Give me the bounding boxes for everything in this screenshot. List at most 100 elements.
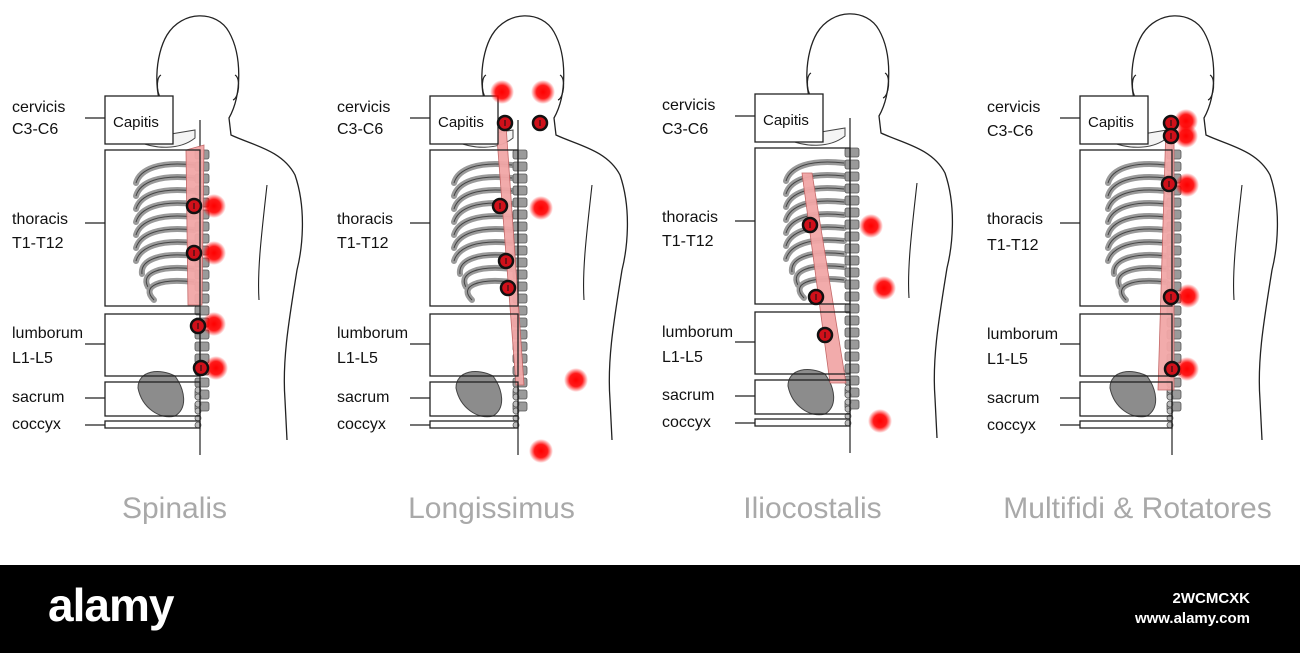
label-thoracis-range: T1-T12	[662, 233, 714, 250]
panel-title: Multifidi & Rotatores	[1003, 492, 1272, 525]
rib-edge	[145, 267, 195, 288]
pain-spot	[872, 276, 896, 300]
arm-line	[908, 182, 918, 299]
panel-title: Longissimus	[408, 492, 575, 525]
rib-cage	[133, 161, 197, 303]
label-cervicis: cervicis	[337, 99, 391, 116]
thoracic-box	[754, 147, 851, 305]
spine	[844, 147, 860, 427]
pain-spot	[1174, 124, 1198, 148]
rib-edge	[453, 228, 513, 249]
ear-right	[232, 74, 240, 101]
vertebra	[512, 233, 528, 244]
lumbar-box	[429, 313, 519, 377]
label-lumborum: lumborum	[337, 325, 409, 342]
pelvis	[137, 371, 185, 418]
rib-edge	[149, 280, 195, 301]
pain-spot	[868, 409, 892, 433]
rib-edge	[791, 252, 845, 273]
capitis-box	[754, 93, 824, 143]
rib-edge	[785, 213, 845, 234]
rib-edge	[785, 161, 845, 182]
pelvis	[1109, 371, 1157, 418]
vertebra	[844, 291, 860, 302]
label-thoracis: thoracis	[987, 211, 1044, 228]
vertebra	[844, 159, 860, 170]
body-outline	[481, 15, 629, 441]
vertebra	[844, 255, 860, 266]
thoracic-box	[429, 149, 519, 307]
vertebra	[512, 221, 528, 232]
panel-art-1	[85, 15, 304, 455]
pain-spot	[204, 356, 228, 380]
sacral-box	[754, 379, 851, 415]
label-cervicis: cervicis	[12, 99, 66, 116]
diagram-stage: cervicis C3-C6 Capitis thoracis T1-T12 l…	[12, 13, 1279, 525]
rib-edge	[799, 278, 845, 299]
footer-bar	[0, 565, 1300, 653]
label-coccyx: coccyx	[662, 414, 711, 431]
rib-edge	[135, 163, 195, 184]
rib-edge	[1107, 241, 1167, 262]
label-thoracis-range: T1-T12	[337, 235, 389, 252]
sacral-box	[429, 381, 519, 417]
coccyx-box	[754, 418, 851, 427]
vertebra	[194, 341, 210, 352]
pain-spot	[202, 312, 226, 336]
pain-spot	[490, 80, 514, 104]
label-sacrum: sacrum	[12, 389, 65, 406]
rib-edge	[785, 200, 845, 221]
body-outline	[156, 15, 304, 441]
sacral-box	[104, 381, 201, 417]
vertebra	[512, 173, 528, 184]
label-sacrum: sacrum	[662, 387, 715, 404]
rib-edge	[135, 202, 195, 223]
label-cervicis-range: C3-C6	[662, 121, 709, 138]
pain-spot	[1176, 284, 1200, 308]
vertebra	[844, 327, 860, 338]
pain-spot	[531, 80, 555, 104]
label-capitis: Capitis	[113, 114, 159, 131]
rib-edge	[1107, 228, 1167, 249]
pain-spot	[1175, 173, 1199, 197]
vertebra	[844, 207, 860, 218]
capitis-box	[429, 95, 499, 145]
arm-line	[258, 184, 268, 301]
rib-edge	[1107, 176, 1167, 197]
label-cervicis-range: C3-C6	[337, 121, 384, 138]
vertebra	[844, 183, 860, 194]
label-lumborum: lumborum	[12, 325, 84, 342]
lumbar-box	[104, 313, 201, 377]
label-coccyx: coccyx	[337, 416, 386, 433]
rib-edge	[1107, 163, 1167, 184]
vertebra	[512, 197, 528, 208]
rib-edge	[795, 265, 845, 286]
label-thoracis-range: T1-T12	[987, 237, 1039, 254]
rib-edge	[141, 254, 195, 275]
panel-title: Iliocostalis	[743, 492, 882, 525]
vertebra	[194, 305, 210, 316]
rib-edge	[135, 215, 195, 236]
thoracic-box	[1079, 149, 1173, 307]
label-sacrum: sacrum	[987, 390, 1040, 407]
rib-edge	[135, 241, 195, 262]
vertebra	[844, 171, 860, 182]
rib-edge	[1121, 280, 1167, 301]
capitis-box	[1079, 95, 1149, 145]
label-capitis: Capitis	[763, 112, 809, 129]
label-cervicis-range: C3-C6	[12, 121, 59, 138]
pain-spot	[202, 241, 226, 265]
label-thoracis-range: T1-T12	[12, 235, 64, 252]
label-capitis: Capitis	[438, 114, 484, 131]
rib-edge	[1107, 189, 1167, 210]
rib-edge	[785, 187, 845, 208]
label-cervicis: cervicis	[987, 99, 1041, 116]
body-outline	[1131, 15, 1279, 441]
vertebra	[844, 363, 860, 374]
vertebra	[844, 351, 860, 362]
image-id: 2WCMCXK	[1172, 590, 1251, 607]
pain-spot	[202, 194, 226, 218]
rib-edge	[1107, 202, 1167, 223]
vertebra	[844, 279, 860, 290]
site-url: www.alamy.com	[1134, 610, 1250, 627]
